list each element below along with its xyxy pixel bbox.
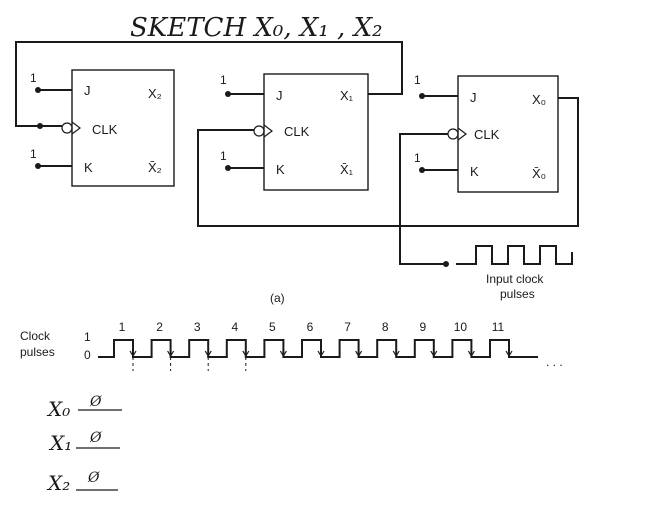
ff0-clock-bubble <box>447 128 459 140</box>
wire-x0-to-ff1-clock <box>197 97 579 227</box>
flipflop-x2-box <box>71 69 175 187</box>
pulse-number-8: 8 <box>382 320 389 334</box>
clock-high-label: 1 <box>84 330 91 344</box>
falling-edge-arrow-8 <box>392 350 400 358</box>
ff2-clock-triangle <box>71 121 81 135</box>
ff1-clock-bubble <box>253 125 265 137</box>
ff2-clock-bubble <box>61 122 73 134</box>
output-x2-name: X₂ <box>46 471 70 495</box>
ff1-k-input: 1 <box>220 149 227 163</box>
clock-pulse-train: 1 2 3 4 5 6 7 8 9 10 11 <box>98 320 538 371</box>
pulse-number-11: 11 <box>492 320 505 334</box>
ff2-j-label: J <box>84 83 91 98</box>
pulse-number-4: 4 <box>231 320 238 334</box>
flipflop-x0-box <box>457 75 559 193</box>
ff1-k-label: K <box>276 162 285 177</box>
falling-edge-arrow-7 <box>355 350 363 358</box>
ff2-q-label: X₂ <box>148 86 162 101</box>
falling-edge-arrow-2 <box>167 350 175 358</box>
falling-edge-arrow-10 <box>467 350 475 358</box>
falling-edge-arrow-3 <box>204 350 212 358</box>
falling-edge-arrow-4 <box>242 350 250 358</box>
input-clock-waveform <box>456 245 573 265</box>
pulse-number-2: 2 <box>156 320 163 334</box>
ff0-k-label: K <box>470 164 479 179</box>
falling-edge-arrow-9 <box>430 350 438 358</box>
input-clock-label-line1: Input clock <box>486 272 544 286</box>
pulse-number-10: 10 <box>454 320 468 334</box>
ff2-clk-label: CLK <box>92 122 118 137</box>
flipflop-x1: J CLK K X₁ X̄₁ 1 1 <box>220 73 369 191</box>
output-x1: X₁ Ø <box>48 430 120 455</box>
output-x2: X₂ Ø <box>46 470 118 495</box>
falling-edge-arrow-5 <box>279 350 287 358</box>
sketch-title: SKETCH X₀, X₁ , X₂ <box>130 13 383 43</box>
clock-pulses-label-line1: Clock <box>20 329 51 343</box>
output-x2-initial: Ø <box>87 470 100 486</box>
output-x0-name: X₀ <box>46 397 70 421</box>
ff1-q-label: X₁ <box>340 88 354 103</box>
ff0-j-label: J <box>470 90 477 105</box>
ff2-k-input: 1 <box>30 147 37 161</box>
output-x0: X₀ Ø <box>46 394 122 421</box>
flipflop-x2: J CLK K X₂ X̄₂ 1 1 <box>30 69 175 187</box>
ff1-j-label: J <box>276 88 283 103</box>
pulse-number-5: 5 <box>269 320 276 334</box>
clock-waveform <box>98 339 538 358</box>
pulse-number-6: 6 <box>307 320 314 334</box>
ff0-k-input: 1 <box>414 151 421 165</box>
ff2-j-input: 1 <box>30 71 37 85</box>
output-x0-initial: Ø <box>89 394 102 410</box>
flipflop-x0: J CLK K X₀ X̄₀ 1 1 <box>414 73 559 193</box>
pulse-number-9: 9 <box>419 320 426 334</box>
wire-x1-to-ff2-clock <box>15 41 403 127</box>
pulse-number-7: 7 <box>344 320 351 334</box>
falling-edge-arrow-6 <box>317 350 325 358</box>
timing-diagram: Clock pulses 1 0 1 2 3 4 5 6 7 8 9 10 11 . . . <box>20 320 563 371</box>
pulse-number-3: 3 <box>194 320 201 334</box>
wire-input-clock <box>399 133 448 265</box>
ff2-k-label: K <box>84 160 93 175</box>
ff1-clk-label: CLK <box>284 124 310 139</box>
figure-caption: (a) <box>270 291 285 305</box>
input-clock-label-line2: pulses <box>500 287 535 301</box>
clock-low-label: 0 <box>84 348 91 362</box>
ff0-q-label: X₀ <box>532 92 546 107</box>
output-x1-initial: Ø <box>89 430 102 446</box>
falling-edge-arrow-11 <box>505 350 513 358</box>
ff1-j-input: 1 <box>220 73 227 87</box>
ff1-qbar-label: X̄₁ <box>340 162 354 177</box>
ff0-qbar-label: X̄₀ <box>532 166 546 181</box>
ff2-qbar-label: X̄₂ <box>148 160 162 175</box>
falling-edge-arrow-1 <box>129 350 137 358</box>
output-x1-name: X₁ <box>48 431 72 455</box>
flipflop-x1-box <box>263 73 369 191</box>
ff1-clock-triangle <box>263 124 273 138</box>
timing-ellipsis: . . . <box>546 355 563 369</box>
clock-pulses-label-line2: pulses <box>20 345 55 359</box>
ff0-clock-triangle <box>457 127 467 141</box>
ff0-clk-label: CLK <box>474 127 500 142</box>
pulse-number-1: 1 <box>119 320 126 334</box>
ff0-j-input: 1 <box>414 73 421 87</box>
